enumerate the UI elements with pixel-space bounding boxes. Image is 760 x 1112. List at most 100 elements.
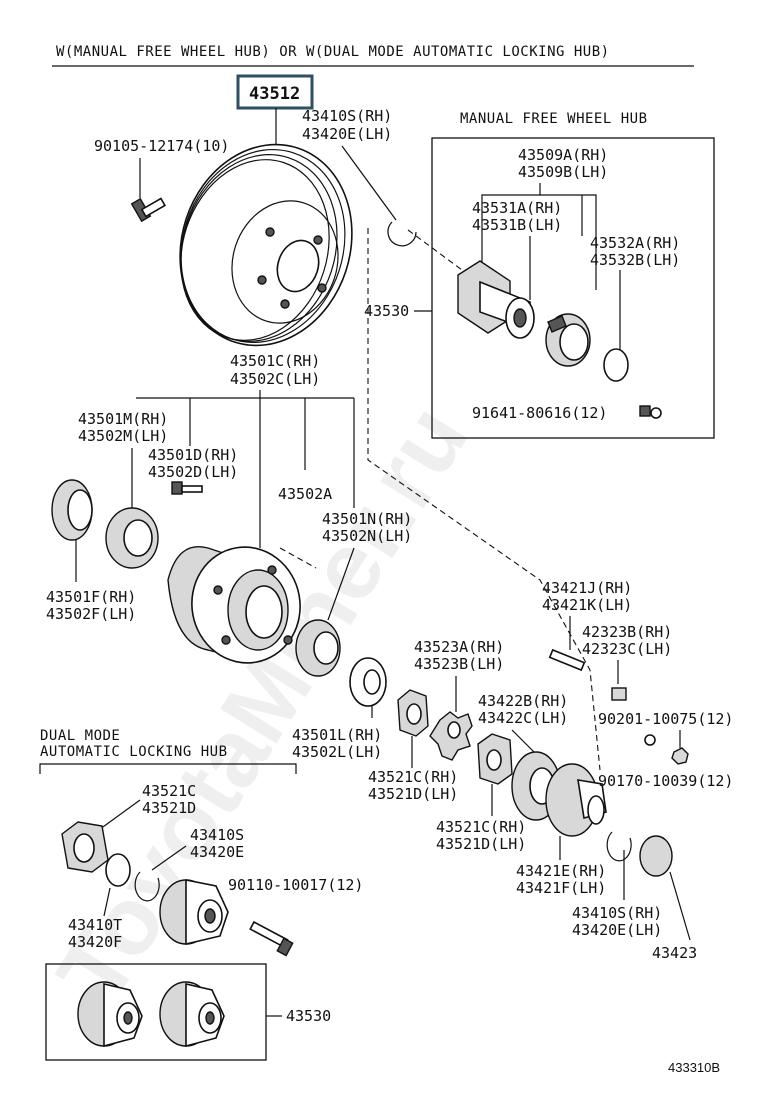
label-43502l[interactable]: 43502L(LH) [292, 743, 382, 761]
reference-code: 433310B [668, 1060, 720, 1075]
label-43421e[interactable]: 43421E(RH) [516, 862, 606, 880]
leader-43410s-top [341, 145, 397, 221]
label-43420e-lh-top[interactable]: 43420E(LH) [302, 125, 392, 143]
label-43502n[interactable]: 43502N(LH) [322, 527, 412, 545]
label-43501n[interactable]: 43501N(RH) [322, 510, 412, 528]
label-90170[interactable]: 90170-10039(12) [598, 772, 733, 790]
label-42323b[interactable]: 42323B(RH) [582, 623, 672, 641]
label-43501f[interactable]: 43501F(RH) [46, 588, 136, 606]
o-ring-manual [603, 348, 629, 382]
label-43530-bot[interactable]: 43530 [286, 1007, 331, 1025]
label-42323c[interactable]: 42323C(LH) [582, 640, 672, 658]
dual-mode-bracket [39, 763, 297, 774]
manual-hub-title: MANUAL FREE WHEEL HUB [460, 111, 648, 127]
manual-hub-body [457, 260, 535, 339]
bolt-91641 [639, 405, 662, 419]
washer-90201 [644, 734, 656, 746]
diagram-header: W(MANUAL FREE WHEEL HUB) OR W(DUAL MODE … [56, 44, 610, 60]
brake-disc [179, 143, 353, 347]
leader-43423 [669, 871, 691, 941]
snap-ring-top [387, 221, 417, 247]
dual-mode-title-1: DUAL MODE [40, 728, 120, 744]
label-43501d[interactable]: 43501D(RH) [148, 446, 238, 464]
bolt-90110 [249, 920, 294, 957]
label-43421k[interactable]: 43421K(LH) [542, 596, 632, 614]
lock-washer-43523a [429, 711, 473, 761]
assembly-line-1 [367, 228, 601, 771]
label-90110[interactable]: 90110-10017(12) [228, 876, 363, 894]
snap-ring-bottom [606, 831, 632, 862]
highlight-part-number[interactable]: 43512 [249, 84, 300, 104]
label-43523b[interactable]: 43523B(LH) [414, 655, 504, 673]
label-43509b[interactable]: 43509B(LH) [518, 163, 608, 181]
label-43421j[interactable]: 43421J(RH) [542, 579, 632, 597]
dual-hub-box [45, 963, 267, 1061]
washer-43501l [349, 657, 387, 707]
bolt-43501d [171, 481, 203, 495]
label-90201[interactable]: 90201-10075(12) [598, 710, 733, 728]
label-43521d-lh-a[interactable]: 43521D(LH) [368, 785, 458, 803]
label-43422b[interactable]: 43422B(RH) [478, 692, 568, 710]
dual-hub-body [159, 879, 229, 946]
label-43532a[interactable]: 43532A(RH) [590, 234, 680, 252]
label-43501c[interactable]: 43501C(RH) [230, 352, 320, 370]
label-43422c[interactable]: 43422C(LH) [478, 709, 568, 727]
label-43509a[interactable]: 43509A(RH) [518, 146, 608, 164]
label-43502c[interactable]: 43502C(LH) [230, 370, 320, 388]
label-90105[interactable]: 90105-12174(10) [94, 137, 229, 155]
dual-hub-unit-1 [77, 981, 143, 1048]
label-43532b[interactable]: 43532B(LH) [590, 251, 680, 269]
bearing-43501m [105, 507, 159, 569]
manual-hub-box [431, 137, 715, 439]
axle-hub [167, 546, 301, 664]
label-43502f[interactable]: 43502F(LH) [46, 605, 136, 623]
label-91641[interactable]: 91641-80616(12) [472, 404, 607, 422]
oil-seal-43501f [51, 479, 93, 541]
label-43502d[interactable]: 43502D(LH) [148, 463, 238, 481]
leader-43410s-b [151, 845, 187, 871]
label-43501m[interactable]: 43501M(RH) [78, 410, 168, 428]
leader-43422 [511, 729, 535, 753]
highlight-box[interactable] [236, 74, 314, 110]
dual-mode-title-2: AUTOMATIC LOCKING HUB [40, 744, 228, 760]
leader-43501n [327, 547, 355, 621]
nut-90170 [671, 747, 689, 765]
bearing-43501n [295, 619, 341, 677]
label-43530-top[interactable]: 43530 [364, 302, 409, 320]
label-43502m[interactable]: 43502M(LH) [78, 427, 168, 445]
bolt-90105 [130, 197, 167, 223]
label-43410s-rh-top[interactable]: 43410S(RH) [302, 107, 392, 125]
label-43502a[interactable]: 43502A [278, 485, 332, 503]
label-43410s-b[interactable]: 43410S [190, 826, 244, 844]
nut-43521c-a [397, 689, 429, 737]
cap-43423 [639, 835, 673, 877]
label-43423[interactable]: 43423 [652, 944, 697, 962]
label-43521d-lh-c[interactable]: 43521D(LH) [436, 835, 526, 853]
label-43521c-rh-a[interactable]: 43521C(RH) [368, 768, 458, 786]
label-43521c-b[interactable]: 43521C [142, 782, 196, 800]
label-43420f[interactable]: 43420F [68, 933, 122, 951]
label-43531a[interactable]: 43531A(RH) [472, 199, 562, 217]
label-43523a[interactable]: 43523A(RH) [414, 638, 504, 656]
label-43420e-b[interactable]: 43420E [190, 843, 244, 861]
manual-hub-knob [545, 313, 591, 367]
label-43501l[interactable]: 43501L(RH) [292, 726, 382, 744]
assembly-line-2 [407, 229, 463, 271]
drive-flange-43421e [545, 763, 607, 837]
label-43420e-lh-bot[interactable]: 43420E(LH) [572, 921, 662, 939]
leader-43509-b [540, 194, 597, 290]
stud-43421j [548, 648, 586, 672]
leader-43509 [481, 183, 541, 265]
label-43410s-rh-bot[interactable]: 43410S(RH) [572, 904, 662, 922]
label-43531b[interactable]: 43531B(LH) [472, 216, 562, 234]
label-43521c-rh-c[interactable]: 43521C(RH) [436, 818, 526, 836]
dual-hub-unit-2 [159, 981, 225, 1048]
nut-42323b [611, 687, 627, 701]
label-43521d-b[interactable]: 43521D [142, 799, 196, 817]
label-43410t[interactable]: 43410T [68, 916, 122, 934]
ring-43410t [105, 853, 131, 887]
pin-43502a [279, 547, 317, 569]
leader-43410t [103, 887, 111, 917]
label-43421f[interactable]: 43421F(LH) [516, 879, 606, 897]
